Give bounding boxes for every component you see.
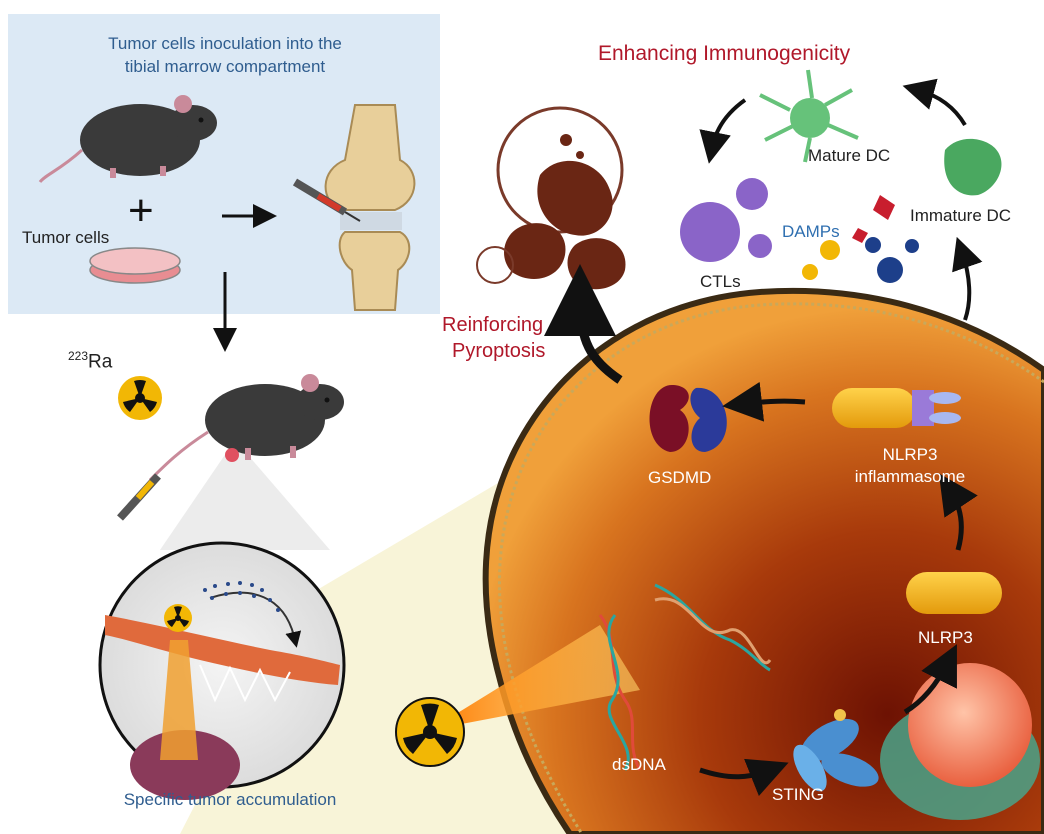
gsdmd-label: GSDMD xyxy=(648,468,712,487)
enhancing-title: Enhancing Immunogenicity xyxy=(598,42,851,65)
mature-dc-icon xyxy=(759,69,859,163)
pyroptotic-cells-icon xyxy=(476,106,626,290)
bone-zoom-circle xyxy=(98,541,346,800)
reinforcing-title-line2: Pyroptosis xyxy=(452,340,546,362)
zoom-cone xyxy=(160,440,330,550)
isotope-label: 223Ra xyxy=(68,349,113,373)
isotope-symbol: Ra xyxy=(88,351,113,373)
dsdna-label: dsDNA xyxy=(612,755,666,774)
arrow-dsdna-to-sting xyxy=(699,758,789,796)
sting-label: STING xyxy=(772,785,824,804)
mature-dc-label: Mature DC xyxy=(808,146,891,165)
inflammasome-label-line2: inflammasome xyxy=(854,467,966,486)
nucleus-icon xyxy=(880,663,1040,820)
mouse-tumor-icon xyxy=(148,374,344,482)
radiation-beam xyxy=(430,625,640,730)
plus-sign: + xyxy=(128,186,154,235)
inflammasome-icon xyxy=(832,388,961,428)
reinforcing-title-line1: Reinforcing xyxy=(442,314,544,336)
arrow-sting-to-nlrp3 xyxy=(903,644,957,715)
ctl-cells-icon xyxy=(680,178,772,262)
immature-dc-icon xyxy=(944,138,1002,196)
isotope-mass-number: 223 xyxy=(68,349,89,363)
arrow-nlrp3-to-inflammasome xyxy=(938,473,978,551)
zoom-caption: Specific tumor accumulation xyxy=(123,790,337,809)
arrow-to-gsdmd xyxy=(722,381,806,422)
sting-protein-icon xyxy=(793,709,879,792)
arrow-immature-to-mature xyxy=(902,78,967,127)
damps-label: DAMPs xyxy=(782,222,840,241)
radiation-icon xyxy=(118,376,162,420)
tail-syringe-icon xyxy=(117,473,161,521)
immature-dc-label: Immature DC xyxy=(910,206,1012,225)
gsdmd-icon xyxy=(649,385,727,452)
inflammasome-label-line1: NLRP3 xyxy=(882,445,938,464)
arrow-membrane-to-immature xyxy=(952,236,983,321)
cell-radiation-icon xyxy=(395,697,465,767)
knee-bone-icon xyxy=(324,104,416,311)
petri-dish-icon xyxy=(89,247,181,284)
inoculation-title-line2: tibial marrow compartment xyxy=(124,57,326,76)
nlrp3-label: NLRP3 xyxy=(918,628,973,647)
inoculation-title-line1: Tumor cells inoculation into the xyxy=(108,34,342,53)
tumor-cells-label: Tumor cells xyxy=(22,228,110,247)
syringe-icon xyxy=(292,178,361,222)
damps-icon xyxy=(802,195,919,283)
arrow-mature-to-ctl xyxy=(699,98,747,164)
arrow-gsdmd-to-pyroptosis xyxy=(544,264,623,384)
nlrp3-icon xyxy=(906,572,1002,614)
ctls-label: CTLs xyxy=(700,272,741,291)
dna-helix-icon xyxy=(598,583,772,771)
mouse-icon xyxy=(38,95,217,183)
